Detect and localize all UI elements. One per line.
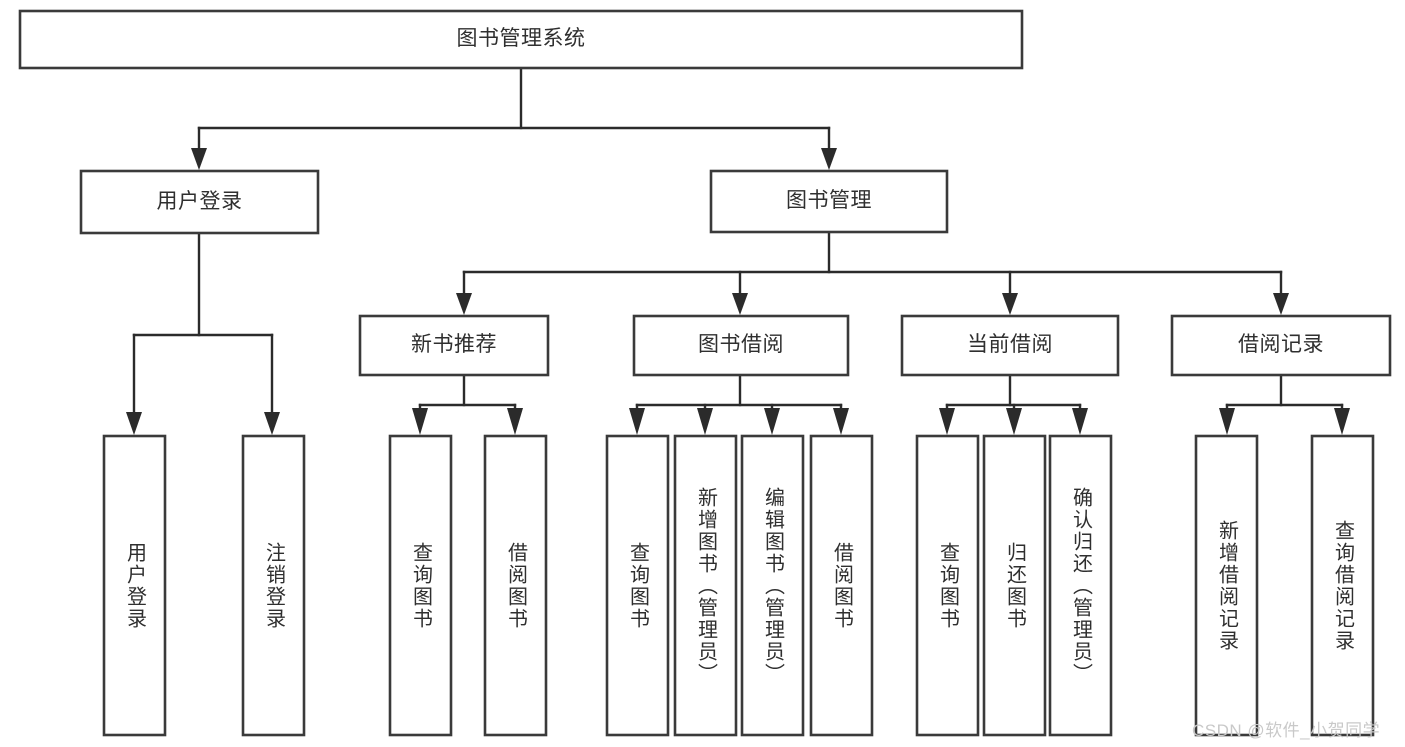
arrow-head-user-login xyxy=(191,148,207,170)
connector-group-borrow-record xyxy=(1219,373,1350,435)
node-box-new-book-recommend[interactable] xyxy=(358,314,550,377)
node-box-leaf-book-borrow-3[interactable] xyxy=(809,434,874,737)
arrow-head-book-borrow xyxy=(732,293,748,315)
node-box-leaf-book-borrow-0[interactable] xyxy=(605,434,670,737)
node-box-leaf-current-borrow-1[interactable] xyxy=(982,434,1047,737)
connector-group-root xyxy=(191,67,837,170)
connector-group-new-book xyxy=(412,373,523,435)
arrow-head-leaf-book-borrow-1 xyxy=(697,408,713,435)
arrow-head-leaf-new-book-1 xyxy=(507,408,523,435)
node-box-root[interactable] xyxy=(18,9,1024,70)
arrow-head-book-manage xyxy=(821,148,837,170)
arrow-head-leaf-current-borrow-2 xyxy=(1072,408,1088,435)
node-box-leaf-current-borrow-2[interactable] xyxy=(1048,434,1113,737)
arrow-head-leaf-user-login-1 xyxy=(264,412,280,435)
arrow-head-leaf-borrow-record-0 xyxy=(1219,408,1235,435)
connector-group-book-manage xyxy=(456,231,1289,315)
connector-group-current-borrow xyxy=(939,373,1088,435)
arrow-head-leaf-borrow-record-1 xyxy=(1334,408,1350,435)
node-box-borrow-record[interactable] xyxy=(1170,314,1392,377)
node-box-leaf-new-book-0[interactable] xyxy=(388,434,453,737)
node-box-leaf-user-login-1[interactable] xyxy=(241,434,306,737)
node-box-user-login[interactable] xyxy=(79,169,320,235)
arrow-head-leaf-book-borrow-3 xyxy=(833,408,849,435)
arrow-head-borrow-record xyxy=(1273,293,1289,315)
node-box-leaf-borrow-record-0[interactable] xyxy=(1194,434,1259,737)
arrow-head-leaf-current-borrow-1 xyxy=(1006,408,1022,435)
arrow-head-leaf-new-book-0 xyxy=(412,408,428,435)
connector-group-book-borrow xyxy=(629,373,849,435)
arrow-head-leaf-book-borrow-2 xyxy=(764,408,780,435)
node-box-leaf-new-book-1[interactable] xyxy=(483,434,548,737)
arrow-head-leaf-book-borrow-0 xyxy=(629,408,645,435)
node-box-leaf-user-login-0[interactable] xyxy=(102,434,167,737)
node-box-leaf-book-borrow-1[interactable] xyxy=(673,434,738,737)
node-box-leaf-current-borrow-0[interactable] xyxy=(915,434,980,737)
node-box-leaf-book-borrow-2[interactable] xyxy=(740,434,805,737)
arrow-head-current-borrow xyxy=(1002,293,1018,315)
arrow-head-leaf-user-login-0 xyxy=(126,412,142,435)
node-box-book-borrow[interactable] xyxy=(632,314,850,377)
connector-group-user-login xyxy=(126,231,280,435)
arrow-head-leaf-current-borrow-0 xyxy=(939,408,955,435)
node-box-book-manage[interactable] xyxy=(709,169,949,234)
arrow-head-new-book xyxy=(456,293,472,315)
node-box-leaf-borrow-record-1[interactable] xyxy=(1310,434,1375,737)
node-box-current-borrow[interactable] xyxy=(900,314,1120,377)
